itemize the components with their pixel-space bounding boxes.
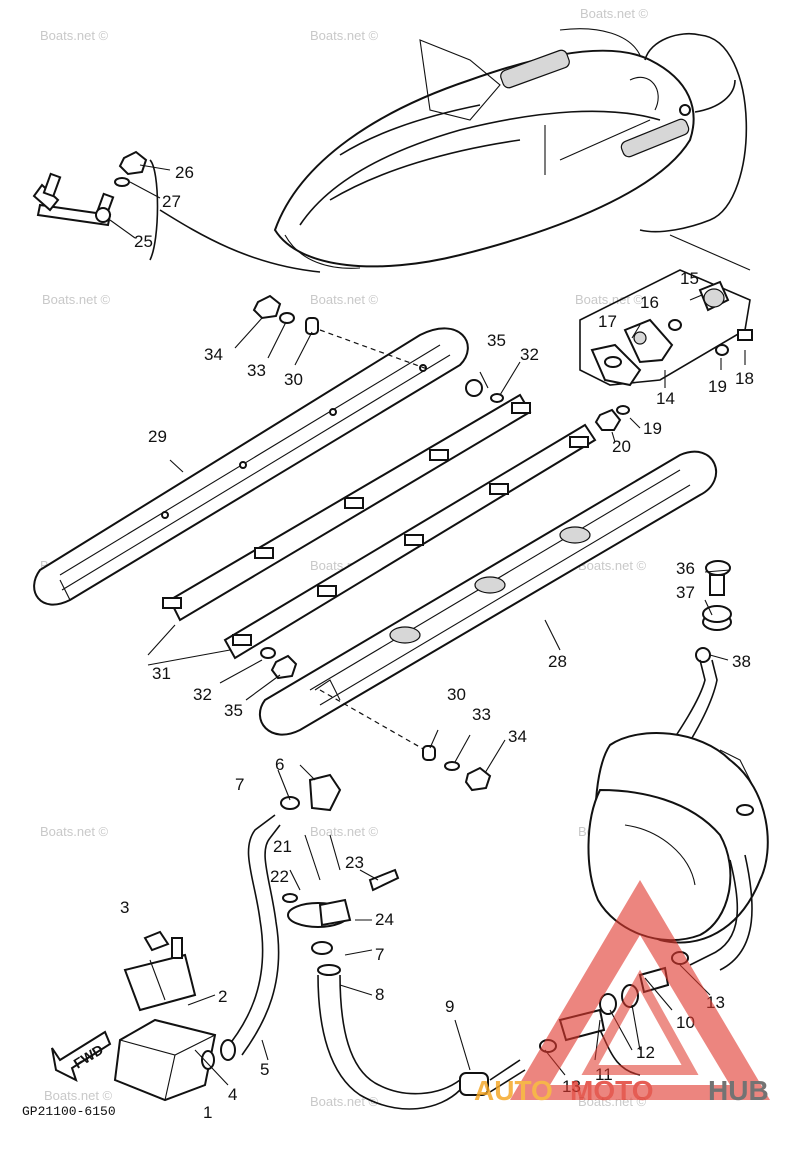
hoses (224, 814, 461, 1110)
watermark: Boats.net © (310, 1094, 379, 1109)
watermark: Boats.net © (310, 292, 379, 307)
watermark: Boats.net © (578, 558, 647, 573)
mount-bolts-group (32, 150, 321, 273)
brand-text-moto: MOTO (570, 1075, 653, 1106)
brand-watermark: AUTO MOTO HUB (474, 880, 770, 1106)
callout-9: 9 (445, 997, 454, 1016)
callout-24: 24 (375, 910, 394, 929)
callout-6: 6 (275, 755, 284, 774)
watermark: Boats.net © (40, 28, 109, 43)
brand-text-hub: HUB (708, 1075, 769, 1106)
callout-34b: 34 (508, 727, 527, 746)
bracket-group-14 (579, 234, 753, 387)
callout-1: 1 (203, 1103, 212, 1122)
callout-27: 27 (162, 192, 181, 211)
watermark: Boats.net © (310, 824, 379, 839)
callout-18: 18 (735, 369, 754, 388)
callout-30b: 30 (447, 685, 466, 704)
callout-20: 20 (612, 437, 631, 456)
watermark: Boats.net © (580, 6, 649, 21)
bolt-row (162, 402, 589, 646)
sponson-28 (259, 450, 718, 736)
sponson-hardware (252, 294, 630, 792)
callout-26: 26 (175, 163, 194, 182)
callout-37: 37 (676, 583, 695, 602)
callout-19a: 19 (708, 377, 727, 396)
callout-16: 16 (640, 293, 659, 312)
callout-15: 15 (680, 269, 699, 288)
callout-7a: 7 (235, 775, 244, 794)
callout-12: 12 (636, 1043, 655, 1062)
bolt-strip-31 (162, 393, 597, 660)
water-box-group (113, 930, 236, 1102)
callout-35a: 35 (487, 331, 506, 350)
callout-31: 31 (152, 664, 171, 683)
callout-14: 14 (656, 389, 675, 408)
watercraft-hull (273, 28, 748, 269)
sponson-29 (33, 327, 469, 606)
callout-28: 28 (548, 652, 567, 671)
callout-4: 4 (228, 1085, 237, 1104)
forward-arrow: FWD (51, 1030, 112, 1082)
callout-17: 17 (598, 312, 617, 331)
callout-5: 5 (260, 1060, 269, 1079)
drawing-code: GP21100-6150 (22, 1104, 116, 1119)
watermark: Boats.net © (40, 824, 109, 839)
callout-23: 23 (345, 853, 364, 872)
brand-triangle-logo (510, 880, 770, 1100)
callout-30a: 30 (284, 370, 303, 389)
fitting-36-38 (659, 560, 732, 766)
watermark: Boats.net © (44, 1088, 113, 1103)
callout-38: 38 (732, 652, 751, 671)
callout-21: 21 (273, 837, 292, 856)
callout-32b: 32 (193, 685, 212, 704)
callout-33a: 33 (247, 361, 266, 380)
callout-25: 25 (134, 232, 153, 251)
callout-22: 22 (270, 867, 289, 886)
callout-19b: 19 (643, 419, 662, 438)
callout-3: 3 (120, 898, 129, 917)
callout-35b: 35 (224, 701, 243, 720)
callout-7b: 7 (375, 945, 384, 964)
callout-29: 29 (148, 427, 167, 446)
callout-34a: 34 (204, 345, 223, 364)
callout-32a: 32 (520, 345, 539, 364)
callout-8: 8 (375, 985, 384, 1004)
callout-2: 2 (218, 987, 227, 1006)
watermark: Boats.net © (42, 292, 111, 307)
brand-text-auto: AUTO (474, 1075, 553, 1106)
callout-33b: 33 (472, 705, 491, 724)
clamp-assembly (280, 773, 400, 955)
watermark: Boats.net © (575, 292, 644, 307)
callout-36: 36 (676, 559, 695, 578)
watermark: Boats.net © (310, 28, 379, 43)
